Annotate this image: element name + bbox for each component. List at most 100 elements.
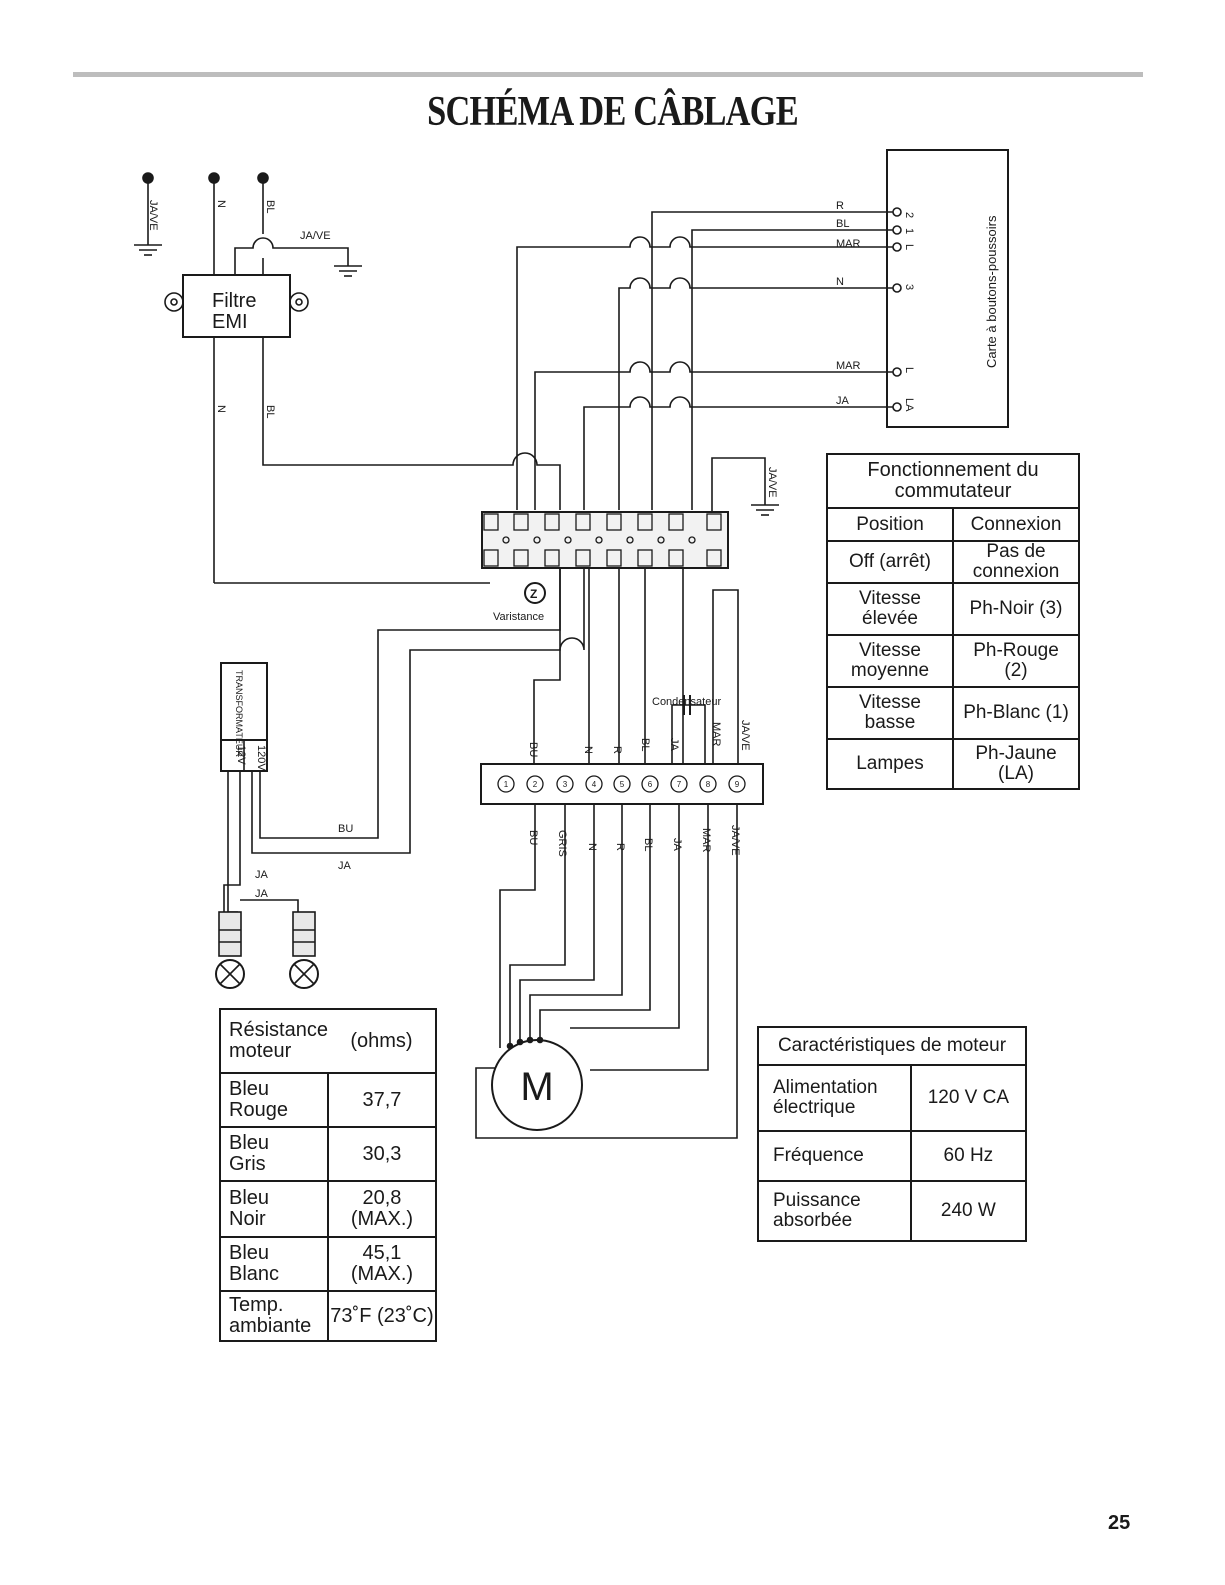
resistance-cell: 37,7 xyxy=(326,1072,438,1128)
resistance-cell: 30,3 xyxy=(326,1126,438,1182)
svg-text:JA: JA xyxy=(836,395,850,407)
motor-resistance-table: Résistance moteur (ohms) Bleu Rouge 37,7… xyxy=(219,1008,438,1342)
resistance-cell: Bleu Rouge xyxy=(219,1072,329,1128)
svg-text:7: 7 xyxy=(677,780,682,789)
svg-text:JA/VE: JA/VE xyxy=(729,825,741,856)
svg-text:N: N xyxy=(586,843,598,851)
switch-cell: Vitesse moyenne xyxy=(826,634,954,688)
svg-text:1: 1 xyxy=(504,780,509,789)
svg-text:3: 3 xyxy=(563,780,568,789)
board-wire-labels: R BL MAR N MAR JA xyxy=(836,200,861,407)
motor-cell: 60 Hz xyxy=(909,1130,1028,1182)
resistance-cell: Bleu Noir xyxy=(219,1180,329,1238)
svg-text:120V: 120V xyxy=(255,745,267,771)
svg-text:R: R xyxy=(614,843,626,851)
svg-text:MAR: MAR xyxy=(700,828,712,853)
board-wires xyxy=(516,211,893,510)
motor-cell: Alimentation électrique xyxy=(757,1064,912,1132)
svg-text:MAR: MAR xyxy=(836,360,861,372)
push-board-label: Carte à boutons-poussoirs xyxy=(984,215,999,368)
switch-cell: Vitesse élevée xyxy=(826,582,954,636)
emi-filter: Filtre EMI xyxy=(164,274,309,338)
label-ja-ve: JA/VE xyxy=(147,200,159,231)
svg-text:N: N xyxy=(582,746,594,754)
svg-text:N: N xyxy=(836,276,844,288)
svg-text:L: L xyxy=(903,244,915,250)
resistance-cell: Bleu Gris xyxy=(219,1126,329,1182)
switch-cell: Ph-Rouge (2) xyxy=(952,634,1080,688)
connector-input-wires: Condensateur xyxy=(533,568,739,765)
svg-text:BL: BL xyxy=(836,218,849,230)
lamp-right xyxy=(289,911,319,989)
motor-table-title: Caractéristiques de moteur xyxy=(757,1026,1027,1066)
resistance-cell: 73˚F (23˚C) xyxy=(326,1290,438,1342)
resistance-cell: Temp. ambiante xyxy=(219,1290,329,1342)
switch-cell: Ph-Jaune (LA) xyxy=(952,738,1080,790)
resistance-cell: Bleu Blanc xyxy=(219,1236,329,1292)
svg-text:JA: JA xyxy=(255,888,269,900)
svg-text:BU: BU xyxy=(527,830,539,845)
switch-cell: Pas de connexion xyxy=(952,540,1080,584)
transformer: TRANSFORMATEUR 12V 120V xyxy=(220,662,268,772)
motor: M xyxy=(491,1036,583,1131)
resistance-unit: (ohms) xyxy=(327,1008,438,1074)
svg-text:LA: LA xyxy=(903,398,915,412)
label-n: N xyxy=(215,200,227,208)
svg-text:JA: JA xyxy=(338,860,352,872)
motor-wires xyxy=(475,804,738,1139)
switch-cell: Lampes xyxy=(826,738,954,790)
switch-table-title: Fonctionnement du commutateur xyxy=(826,453,1080,509)
emi-label-2: EMI xyxy=(212,311,248,333)
svg-text:12V: 12V xyxy=(235,745,247,765)
switch-cell: Ph-Blanc (1) xyxy=(952,686,1080,740)
motor-cell: 120 V CA xyxy=(909,1064,1028,1132)
label-bl: BL xyxy=(264,200,276,213)
svg-text:L: L xyxy=(903,367,915,373)
svg-text:Z: Z xyxy=(530,587,537,601)
motor-cell: Fréquence xyxy=(757,1130,912,1182)
svg-text:9: 9 xyxy=(735,780,740,789)
filter-output-labels: N BL xyxy=(215,405,276,418)
svg-text:MAR: MAR xyxy=(836,238,861,250)
motor-connector: 1 2 3 4 5 6 7 8 9 xyxy=(480,763,764,805)
svg-text:2: 2 xyxy=(903,212,915,218)
connector-top-labels: BU N R BL JA MAR JA/VE xyxy=(527,720,751,757)
svg-text:3: 3 xyxy=(903,284,915,290)
svg-text:1: 1 xyxy=(903,228,915,234)
svg-text:Condensateur: Condensateur xyxy=(652,696,721,708)
connector-bottom-labels: BU GRIS N R BL JA MAR JA/VE xyxy=(527,825,741,857)
svg-text:BL: BL xyxy=(264,405,276,418)
switch-cell: Off (arrêt) xyxy=(826,540,954,584)
switch-cell: Ph-Noir (3) xyxy=(952,582,1080,636)
svg-text:JA: JA xyxy=(671,838,683,852)
svg-text:Varistance: Varistance xyxy=(493,611,544,623)
motor-cell: Puissance absorbée xyxy=(757,1180,912,1242)
svg-text:5: 5 xyxy=(620,780,625,789)
svg-text:R: R xyxy=(611,746,623,754)
motor-symbol: M xyxy=(520,1065,553,1109)
svg-text:JA: JA xyxy=(255,869,269,881)
lamp-left xyxy=(215,911,245,989)
resistance-cell: 20,8 (MAX.) xyxy=(326,1180,438,1238)
power-input-leads xyxy=(134,172,362,277)
svg-text:8: 8 xyxy=(706,780,711,789)
svg-text:TRANSFORMATEUR: TRANSFORMATEUR xyxy=(234,670,244,757)
page-number: 25 xyxy=(1108,1512,1131,1534)
switch-function-table: Fonctionnement du commutateur Position C… xyxy=(826,453,1080,790)
switch-cell: Vitesse basse xyxy=(826,686,954,740)
svg-text:BU: BU xyxy=(527,742,539,757)
svg-text:BL: BL xyxy=(639,738,651,751)
page-title: SCHÉMA DE CÂBLAGE xyxy=(427,89,799,135)
emi-label-1: Filtre xyxy=(212,290,256,312)
svg-text:JA/VE: JA/VE xyxy=(739,720,751,751)
resistance-title: Résistance moteur xyxy=(219,1008,328,1074)
svg-text:N: N xyxy=(215,405,227,413)
svg-text:GRIS: GRIS xyxy=(556,830,568,857)
ground-symbol: JA/VE xyxy=(711,457,779,520)
svg-text:BL: BL xyxy=(642,838,654,851)
input-wire-labels: JA/VE N BL JA/VE xyxy=(147,200,331,242)
svg-text:JA/VE: JA/VE xyxy=(766,467,778,498)
svg-text:MAR: MAR xyxy=(710,722,722,747)
switch-header-position: Position xyxy=(826,507,954,542)
